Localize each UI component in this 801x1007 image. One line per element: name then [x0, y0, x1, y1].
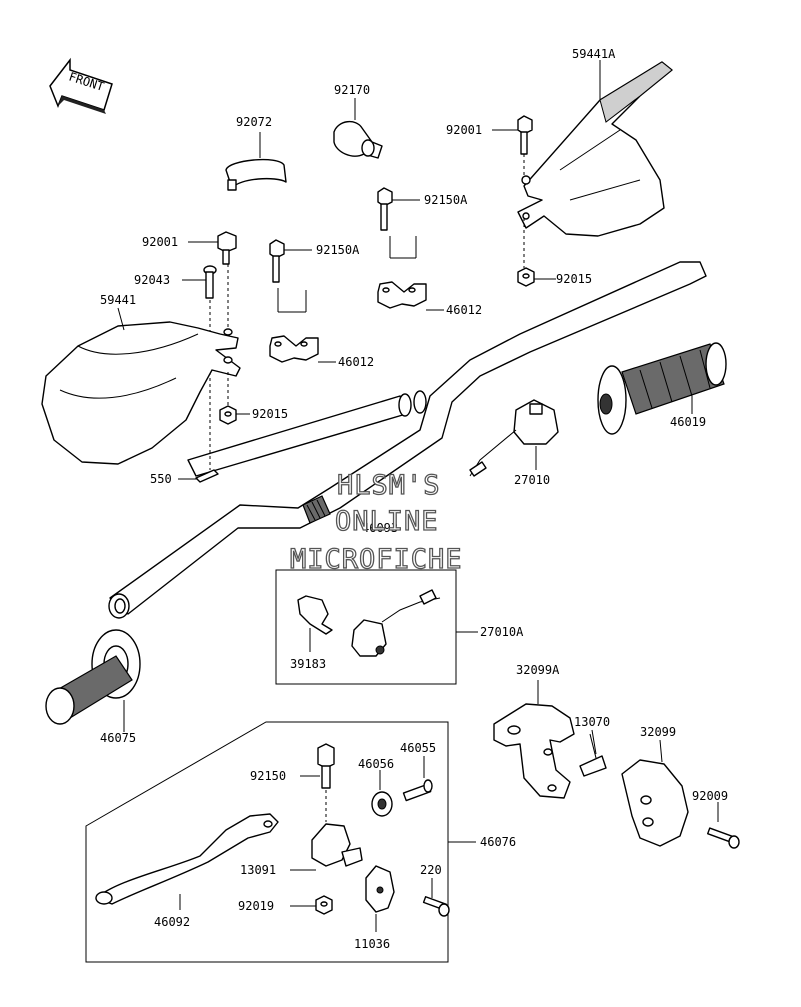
part-label: 46093	[362, 521, 398, 535]
part-46012-holder-right	[377, 281, 427, 309]
part-92009-screw	[706, 827, 740, 849]
part-label: 46092	[154, 915, 190, 929]
part-label: 46019	[670, 415, 706, 429]
part-label: 13091	[240, 863, 276, 877]
part-32099A-housing	[493, 703, 575, 799]
part-label: 92150	[250, 769, 286, 783]
part-92150A-bolt-left	[269, 239, 285, 283]
part-550-cotter-pin	[195, 469, 219, 483]
part-label: 27010	[514, 473, 550, 487]
part-46075-grip-left	[45, 629, 141, 725]
part-220-screw	[422, 896, 450, 917]
watermark-line-2: ONLINE	[335, 506, 439, 537]
part-label: 92043	[134, 273, 170, 287]
watermark-line-1: HLSM'S	[337, 470, 441, 501]
front-arrow-icon: FRONT	[49, 57, 113, 114]
part-label: 92009	[692, 789, 728, 803]
part-label: 92150A	[316, 243, 360, 257]
part-label: 92001	[142, 235, 178, 249]
part-46012-holder-left	[269, 335, 319, 363]
part-13070-plate	[579, 733, 607, 777]
part-92019-nut	[315, 895, 333, 915]
part-92043-pin	[203, 265, 217, 299]
part-label: 92170	[334, 83, 370, 97]
watermark: HLSM'S ONLINE MICROFICHE	[289, 469, 463, 575]
part-label: 46055	[400, 741, 436, 755]
part-label: 13070	[574, 715, 610, 729]
part-27010-switch	[469, 399, 559, 477]
part-92015-nut-left	[219, 405, 237, 425]
part-label: 92019	[238, 899, 274, 913]
part-label: 220	[420, 863, 442, 877]
part-label: 92072	[236, 115, 272, 129]
watermark-line-3: MICROFICHE	[290, 544, 463, 575]
part-label: 92001	[446, 123, 482, 137]
part-46056-adjuster	[371, 791, 393, 817]
part-label: 92015	[556, 272, 592, 286]
part-46092-lever	[95, 813, 279, 905]
part-label: 27010A	[480, 625, 524, 639]
part-59441A-handguard	[517, 61, 673, 237]
part-92170-clamp	[333, 121, 383, 159]
part-label: 46076	[480, 835, 516, 849]
part-92015-nut-right	[517, 267, 535, 287]
part-46019-grip-right	[597, 342, 727, 435]
part-label: 59441A	[572, 47, 616, 61]
part-92001-bolt-right	[517, 115, 533, 155]
part-label: 46075	[100, 731, 136, 745]
part-label: 92150A	[424, 193, 468, 207]
part-label: 11036	[354, 937, 390, 951]
part-label: 46056	[358, 757, 394, 771]
part-27010A-box	[275, 569, 457, 685]
part-label: 46012	[446, 303, 482, 317]
part-label: 92015	[252, 407, 288, 421]
part-92150A-bolt-right	[377, 187, 393, 231]
part-13091-holder	[311, 823, 363, 867]
part-label: 32099A	[516, 663, 560, 677]
handlebar-tube	[108, 261, 707, 619]
part-label: 59441	[100, 293, 136, 307]
part-92150-bolt	[317, 743, 335, 789]
part-label: 32099	[640, 725, 676, 739]
part-11036-cover	[365, 865, 395, 913]
part-46055-bolt	[402, 779, 433, 802]
part-labels: 92072 92170 92001 59441A 92150A 92150A 9…	[100, 47, 728, 951]
part-92072-band	[225, 158, 287, 191]
part-32099-cover	[621, 759, 689, 847]
part-label: 39183	[290, 657, 326, 671]
part-label: 46012	[338, 355, 374, 369]
part-92001-bolt-left	[217, 231, 237, 265]
part-59441-handguard	[41, 321, 241, 465]
part-label: 550	[150, 472, 172, 486]
